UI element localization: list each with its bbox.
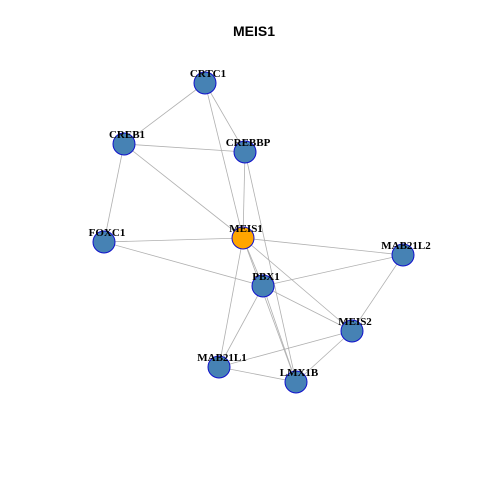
edge-meis1-mab21l1 — [218, 237, 244, 368]
edge-creb1-meis1 — [123, 143, 244, 239]
node-circle-foxc1 — [92, 230, 116, 254]
node-circle-meis2 — [340, 319, 364, 343]
edge-mab21l2-meis2 — [351, 254, 404, 332]
node-crtc1: CRTC1 — [190, 68, 226, 95]
edge-crtc1-meis1 — [204, 82, 244, 239]
edge-pbx1-mab21l1 — [218, 285, 264, 368]
node-label-meis2: MEIS2 — [338, 316, 372, 328]
node-label-lmx1b: LMX1B — [280, 367, 319, 379]
node-foxc1: FOXC1 — [89, 227, 126, 254]
edge-meis2-lmx1b — [295, 330, 353, 383]
edge-creb1-crebbp — [123, 143, 246, 153]
node-label-creb1: CREB1 — [109, 129, 145, 141]
edge-crtc1-crebbp — [204, 82, 246, 153]
node-crebbp: CREBBP — [226, 137, 271, 164]
node-mab21l2: MAB21L2 — [381, 240, 431, 267]
node-circle-crebbp — [233, 140, 257, 164]
edge-mab21l1-lmx1b — [218, 366, 297, 383]
edge-foxc1-pbx1 — [103, 241, 264, 287]
node-circle-lmx1b — [284, 370, 308, 394]
edge-foxc1-meis1 — [103, 237, 244, 243]
edge-pbx1-meis2 — [262, 285, 353, 332]
edge-pbx1-lmx1b — [262, 285, 297, 383]
edge-mab21l2-pbx1 — [262, 254, 404, 287]
edge-meis1-mab21l2 — [242, 237, 404, 256]
edge-meis1-meis2 — [242, 237, 353, 332]
node-label-mab21l1: MAB21L1 — [197, 352, 247, 364]
node-lmx1b: LMX1B — [280, 367, 319, 394]
edge-crtc1-creb1 — [123, 82, 206, 145]
node-label-crtc1: CRTC1 — [190, 68, 226, 80]
node-circle-crtc1 — [193, 71, 217, 95]
node-mab21l1: MAB21L1 — [197, 352, 247, 379]
node-circle-mab21l2 — [391, 243, 415, 267]
node-pbx1: PBX1 — [251, 271, 280, 298]
edge-meis2-mab21l1 — [218, 330, 353, 368]
edge-creb1-foxc1 — [103, 143, 125, 243]
node-label-pbx1: PBX1 — [252, 271, 280, 283]
node-label-meis1: MEIS1 — [229, 223, 263, 235]
node-circle-pbx1 — [251, 274, 275, 298]
node-label-crebbp: CREBBP — [226, 137, 271, 149]
node-circle-mab21l1 — [207, 355, 231, 379]
edge-crebbp-lmx1b — [244, 151, 297, 383]
node-meis2: MEIS2 — [338, 316, 372, 343]
edge-crebbp-meis1 — [242, 151, 246, 239]
diagram-title: MEIS1 — [233, 23, 275, 39]
node-creb1: CREB1 — [109, 129, 145, 156]
node-meis1: MEIS1 — [229, 223, 263, 250]
node-circle-creb1 — [112, 132, 136, 156]
node-label-mab21l2: MAB21L2 — [381, 240, 431, 252]
node-circle-meis1 — [231, 226, 255, 250]
node-label-foxc1: FOXC1 — [89, 227, 126, 239]
edge-meis1-lmx1b — [242, 237, 297, 383]
